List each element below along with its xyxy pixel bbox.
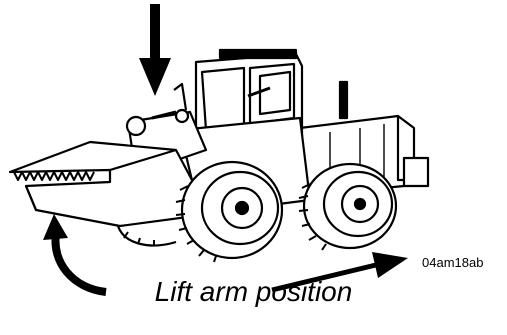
down-arrow [139, 4, 171, 96]
wheel-loader [10, 50, 428, 262]
figure-id-label: 04am18ab [422, 255, 483, 270]
figure-caption: Lift arm position [0, 276, 507, 308]
